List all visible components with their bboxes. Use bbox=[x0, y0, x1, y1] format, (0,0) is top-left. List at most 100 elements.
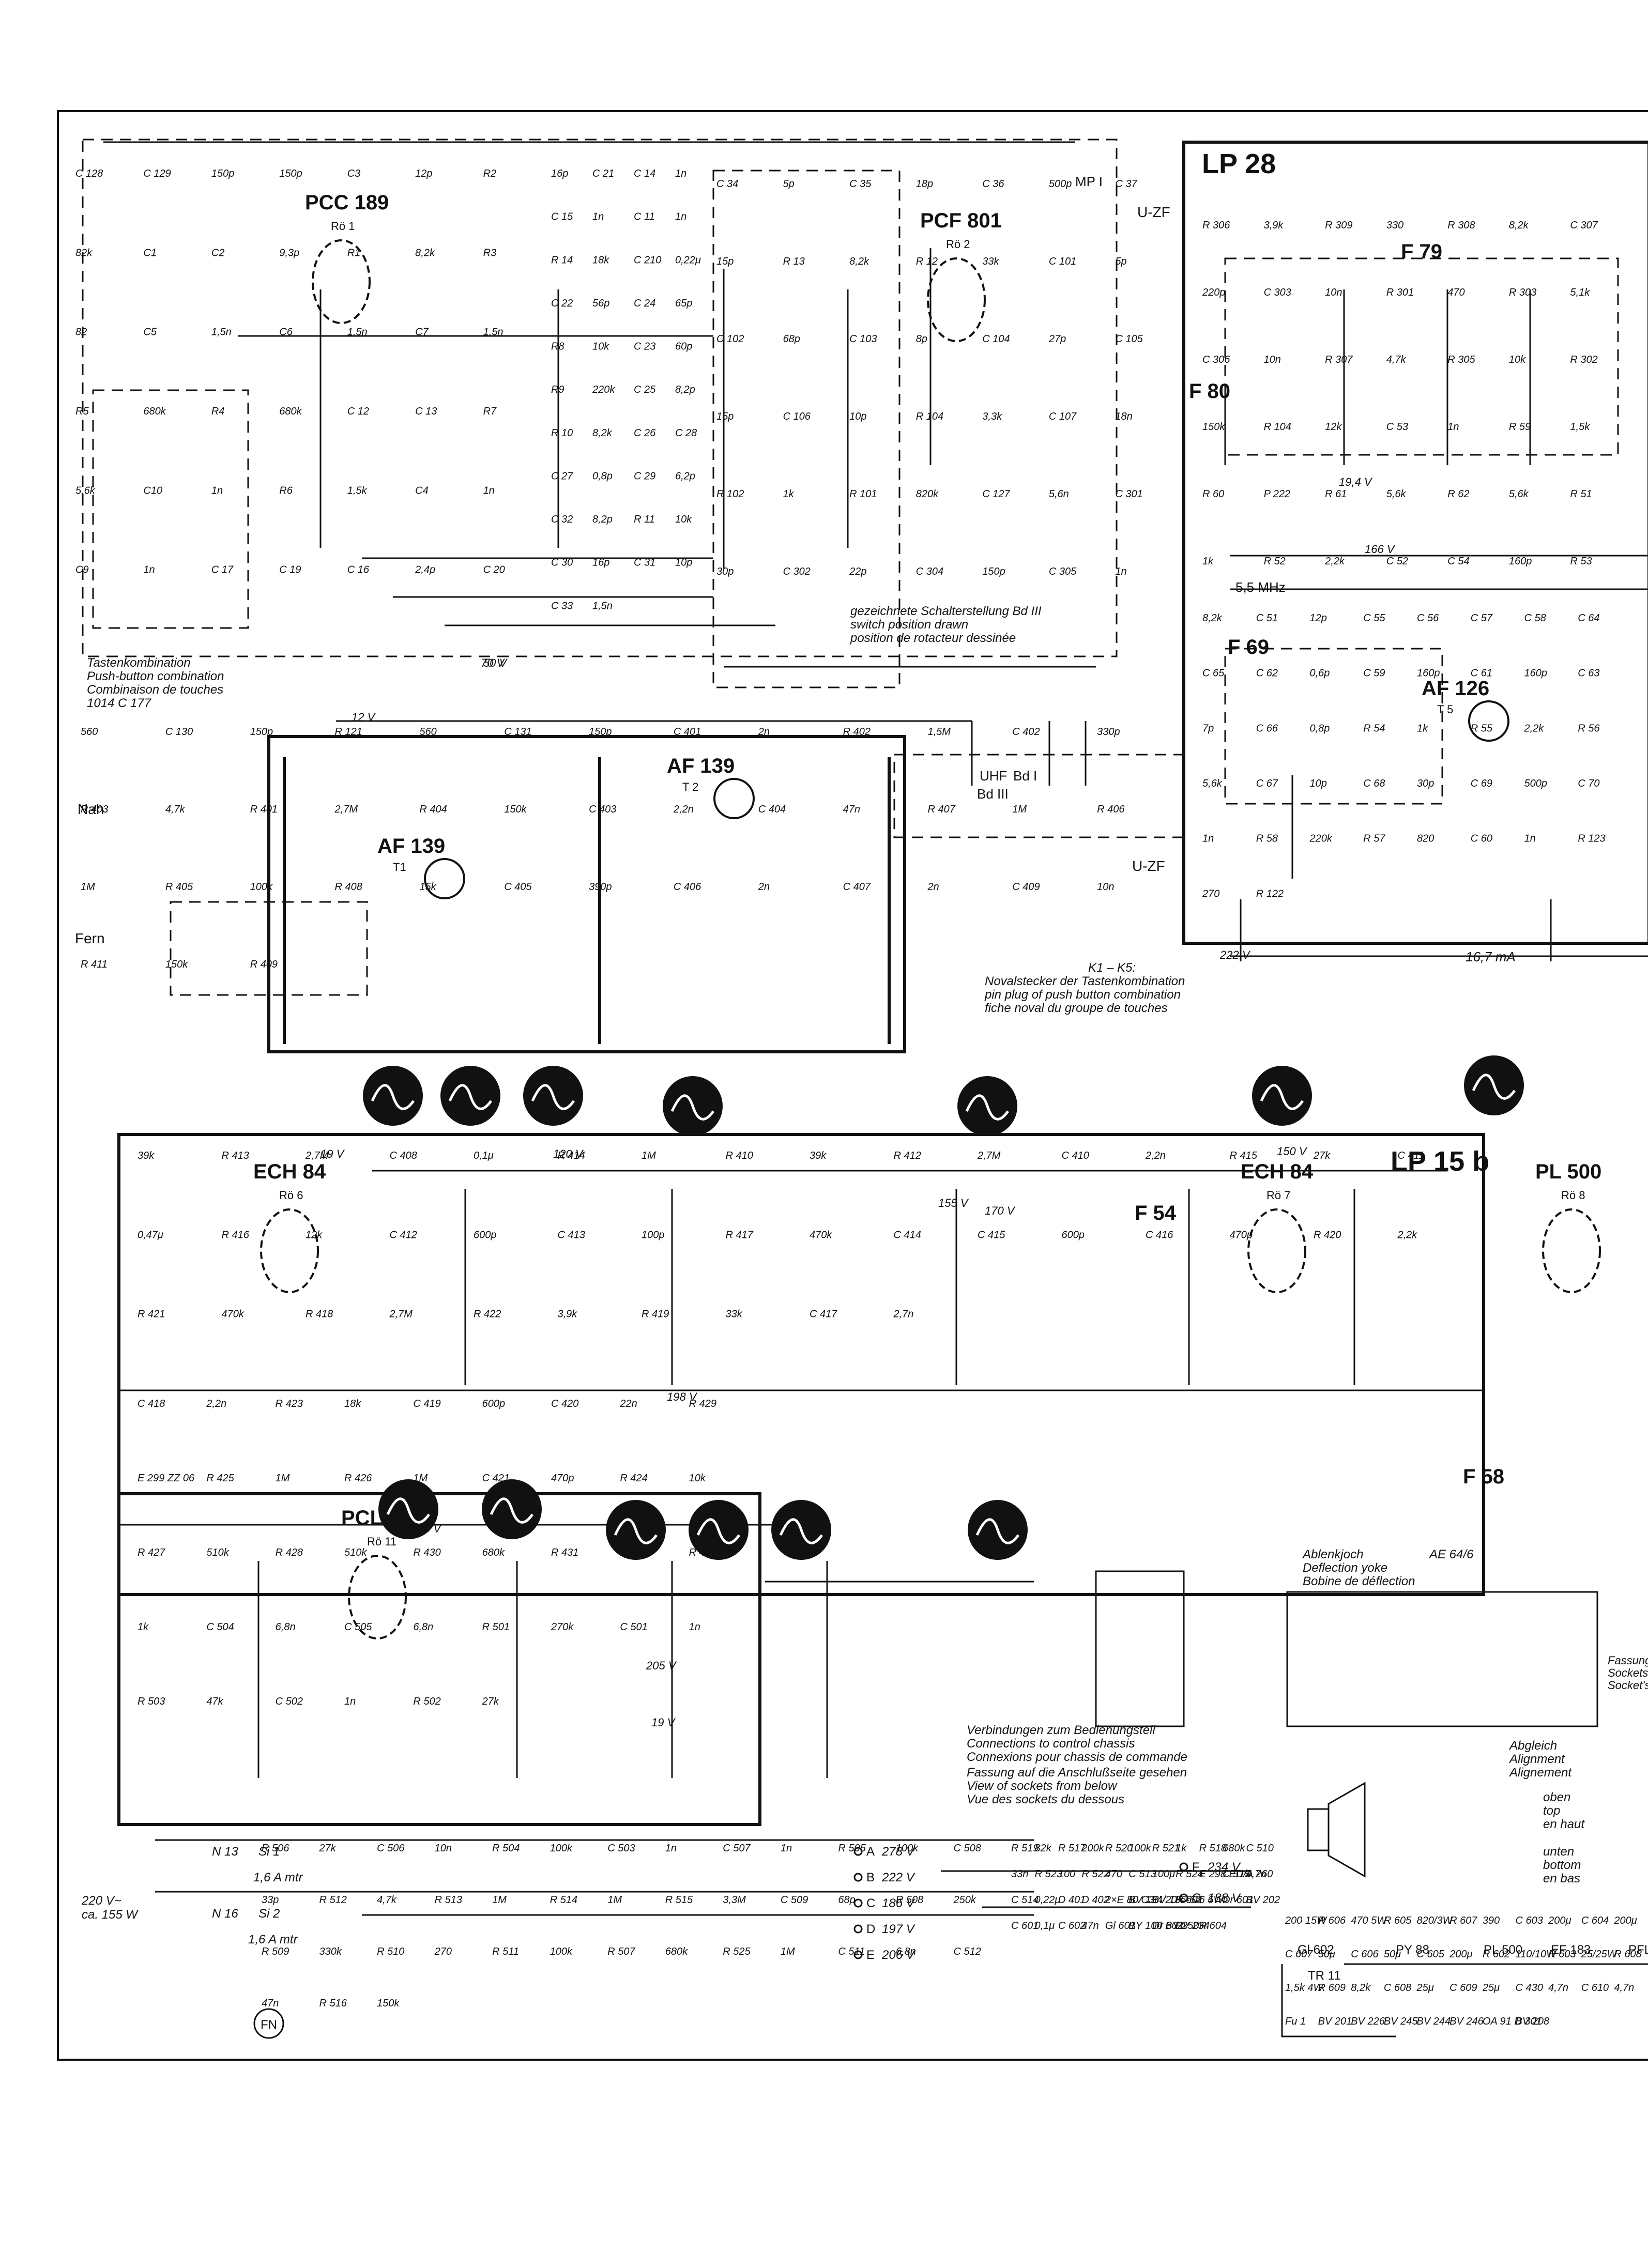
component-label: 470 5W bbox=[1351, 1915, 1387, 1926]
component-label: C 62 bbox=[1256, 668, 1278, 679]
component-label: 10k bbox=[1509, 354, 1526, 365]
component-label: BV 234 bbox=[1176, 1920, 1210, 1932]
component-label: 18p bbox=[916, 178, 933, 190]
component-label: 0,8p bbox=[1310, 723, 1330, 734]
component-label: C 13 bbox=[415, 406, 437, 417]
waveform-w3: 125 Vss bbox=[523, 1066, 583, 1126]
component-label: 2,7M bbox=[389, 1309, 413, 1320]
component-label: BV 246 bbox=[1449, 2016, 1484, 2027]
component-label: 1n bbox=[1202, 833, 1214, 845]
component-label: C 67 bbox=[1256, 778, 1278, 789]
component-label: R1 bbox=[347, 247, 361, 258]
component-label: R 607 bbox=[1449, 1915, 1477, 1926]
component-label: 820k bbox=[916, 488, 939, 500]
component-label: R 407 bbox=[927, 804, 955, 815]
component-label: 680k bbox=[1223, 1843, 1245, 1854]
component-label: C1 bbox=[143, 247, 157, 258]
component-label: C 405 bbox=[504, 881, 532, 893]
component-label: C 17 bbox=[211, 564, 234, 576]
note-yoke-line: AE 64/6 bbox=[1428, 1547, 1474, 1561]
component-label: 4,7k bbox=[377, 1894, 397, 1906]
component-label: 1n bbox=[781, 1843, 792, 1854]
note-align-line: Alignement bbox=[1508, 1766, 1572, 1780]
component-label: R 418 bbox=[306, 1309, 333, 1320]
component-label: 1n bbox=[1115, 566, 1126, 577]
voltage-label: 198 V bbox=[667, 1390, 698, 1403]
component-label: C 410 bbox=[1062, 1150, 1089, 1161]
component-label: C 53 bbox=[1386, 421, 1408, 433]
component-label: 8,2p bbox=[675, 384, 695, 395]
voltage-label: 19 V bbox=[321, 1147, 345, 1160]
component-label: C 27 bbox=[551, 470, 573, 482]
component-label: R 431 bbox=[551, 1547, 578, 1558]
component-label: C 11 bbox=[634, 211, 655, 223]
voltage-label: 170 V bbox=[985, 1204, 1016, 1217]
component-label: 27k bbox=[482, 1696, 499, 1707]
component-label: 470p bbox=[551, 1473, 574, 1484]
component-label: C4 bbox=[415, 485, 429, 496]
component-label: R 422 bbox=[474, 1309, 501, 1320]
component-label: C 210 bbox=[634, 254, 661, 266]
component-label: 10n bbox=[1264, 354, 1281, 365]
component-label: 82k bbox=[1034, 1843, 1051, 1854]
component-label: R 519 bbox=[1011, 1843, 1039, 1854]
component-label: C 61 bbox=[1471, 668, 1492, 679]
component-label: R 505 bbox=[838, 1843, 866, 1854]
component-label: 1M bbox=[620, 1547, 634, 1558]
component-label: 220p bbox=[1202, 287, 1226, 298]
component-label: 0,8p bbox=[592, 470, 613, 482]
component-label: C 20 bbox=[483, 564, 505, 576]
component-label: R 502 bbox=[413, 1696, 440, 1707]
component-label: 1n bbox=[592, 211, 604, 223]
component-label: 1M bbox=[1012, 804, 1027, 815]
component-label: C 36 bbox=[982, 178, 1004, 190]
transistor-name: AF 126 bbox=[1422, 677, 1489, 700]
component-label: R 10 bbox=[551, 427, 573, 439]
component-label: C 15 bbox=[551, 211, 573, 223]
component-label: 1n bbox=[1447, 421, 1459, 433]
component-label: 600p bbox=[1062, 1229, 1085, 1240]
component-label: 5p bbox=[783, 178, 795, 190]
component-label: R 406 bbox=[1097, 804, 1125, 815]
component-label: C 58 bbox=[1524, 612, 1546, 624]
component-label: C 66 bbox=[1256, 723, 1278, 734]
component-label: R 14 bbox=[551, 254, 573, 266]
component-label: 1M bbox=[413, 1473, 428, 1484]
component-label: R9 bbox=[551, 384, 564, 395]
component-label: C 305 bbox=[1049, 566, 1077, 577]
component-label: C 107 bbox=[1049, 411, 1077, 422]
component-label: 15p bbox=[716, 411, 734, 422]
node-fn: FN bbox=[261, 2018, 277, 2032]
component-label: 2n bbox=[758, 881, 770, 893]
component-label: R 303 bbox=[1509, 287, 1536, 298]
component-label: 1,5k bbox=[1570, 421, 1590, 433]
heater-chain-tube: PL 500 bbox=[1484, 1943, 1522, 1957]
component-label: C 68 bbox=[1363, 778, 1385, 789]
component-label: R 605 bbox=[1384, 1915, 1412, 1926]
component-label: 1M bbox=[276, 1473, 290, 1484]
component-label: C 421 bbox=[482, 1473, 510, 1484]
note-sockets-line: Fassung bbox=[1608, 1654, 1648, 1667]
waveform-amplitude: 52 Vss bbox=[620, 1542, 649, 1553]
component-label: C 507 bbox=[723, 1843, 751, 1854]
filter-f79: F 79 bbox=[1401, 240, 1442, 263]
component-label: C 57 bbox=[1471, 612, 1493, 624]
component-label: 1k bbox=[1176, 1843, 1187, 1854]
component-label: C 406 bbox=[674, 881, 701, 893]
component-label: 10n bbox=[1325, 287, 1342, 298]
component-label: C 413 bbox=[558, 1229, 585, 1240]
component-label: 1n bbox=[665, 1843, 677, 1854]
component-label: 200μ bbox=[1613, 1915, 1637, 1926]
waveform-amplitude: 110 Vss bbox=[496, 1522, 529, 1532]
heater-chain-tube: EF 183 bbox=[1551, 1943, 1591, 1957]
filter-f80: F 80 bbox=[1189, 380, 1230, 403]
waveform-amplitude: 100 Vss bbox=[972, 1118, 1005, 1129]
note-switch-line: switch position drawn bbox=[850, 618, 968, 632]
note-noval-line: pin plug of push button combination bbox=[984, 988, 1181, 1002]
component-label: C 307 bbox=[1570, 220, 1598, 231]
note-noval-line: Novalstecker der Tastenkombination bbox=[985, 974, 1185, 988]
component-label: R 309 bbox=[1325, 220, 1352, 231]
